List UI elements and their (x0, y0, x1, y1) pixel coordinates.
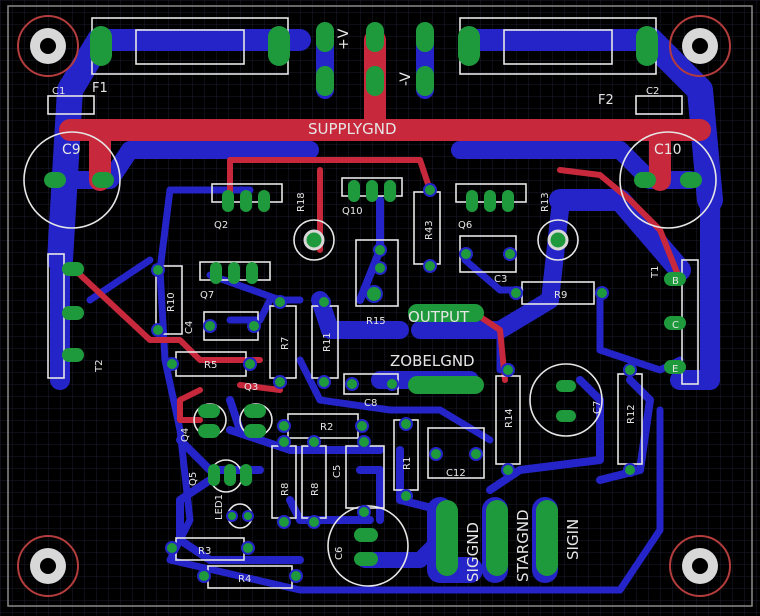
label-plus-v: +V (336, 28, 352, 50)
ref-r2: R2 (320, 422, 333, 433)
mount-hole-tr (669, 15, 731, 77)
cap-c6-outline (327, 505, 409, 587)
ref-c4: C4 (184, 321, 195, 334)
ref-r43: R43 (424, 220, 435, 240)
ref-c1: C1 (52, 86, 65, 97)
label-minus-v: -V (398, 72, 414, 86)
ref-q3: Q3 (244, 382, 258, 393)
round-pads (151, 183, 637, 583)
ref-r1: R1 (402, 457, 413, 470)
cap-c10-outline (619, 131, 717, 229)
resistor-r10-outline (155, 265, 183, 335)
label-zobelgnd: ZOBELGND (390, 352, 475, 370)
ref-f1: F1 (92, 81, 108, 96)
ref-c5: C5 (332, 465, 343, 478)
ref-q10: Q10 (342, 206, 363, 217)
trimmer-wipers (303, 229, 569, 251)
ref-r7: R7 (280, 337, 291, 350)
board-outline (7, 5, 753, 607)
mount-hole-bl (17, 535, 79, 597)
ref-r5: R5 (204, 360, 217, 371)
ref-q4: Q4 (180, 428, 191, 442)
cap-c9-outline (23, 131, 121, 229)
ref-r8b: R8 (310, 483, 321, 496)
ref-r18: R18 (296, 192, 307, 212)
ref-q6: Q6 (458, 220, 472, 231)
ref-t2: T2 (94, 360, 105, 373)
ref-q5: Q5 (188, 472, 199, 486)
mount-hole-br (669, 535, 731, 597)
ref-c2: C2 (646, 86, 659, 97)
label-stargnd: STARGND (514, 509, 532, 582)
ref-c8: C8 (364, 398, 377, 409)
label-sigin: SIGIN (564, 519, 582, 560)
trimmer-r18-outline (293, 219, 335, 261)
ref-c6: C6 (334, 547, 345, 560)
cap-c7-outline (529, 363, 603, 437)
mount-hole-tl (17, 15, 79, 77)
mounting-holes (17, 15, 731, 597)
ref-q2: Q2 (214, 220, 228, 231)
ref-q7: Q7 (200, 290, 214, 301)
pads-layer (44, 22, 702, 576)
ref-r15: R15 (366, 316, 386, 327)
label-siggnd: SIGGND (464, 522, 482, 582)
ref-c10: C10 (654, 142, 682, 158)
ref-c12: C12 (446, 468, 466, 479)
ref-t1: T1 (650, 266, 661, 279)
ref-r11: R11 (322, 332, 333, 352)
ref-r8a: R8 (280, 483, 291, 496)
trimmer-r15-outline (355, 239, 399, 307)
pin-e: E (672, 364, 678, 375)
pin-b: B (672, 276, 679, 287)
trimmer-r13-outline (537, 219, 579, 261)
ref-r9: R9 (554, 290, 567, 301)
label-supplygnd: SUPPLYGND (308, 120, 397, 138)
pin-c: C (672, 320, 679, 331)
label-output: OUTPUT (408, 308, 470, 326)
cap-c2-outline (635, 95, 683, 115)
ref-r4: R4 (238, 574, 251, 585)
ref-r12: R12 (626, 404, 637, 424)
ref-f2: F2 (598, 93, 614, 108)
ref-c3: C3 (494, 274, 507, 285)
cap-c12-outline (427, 427, 485, 479)
ref-led1: LED1 (214, 494, 225, 520)
ref-c7: C7 (592, 401, 603, 414)
text-labels: SUPPLYGND OUTPUT ZOBELGND SIGGND STARGND… (52, 28, 682, 585)
ref-r3: R3 (198, 546, 211, 557)
ref-r13: R13 (540, 192, 551, 212)
ref-r14: R14 (504, 408, 515, 428)
cap-c1-outline (47, 95, 95, 115)
ref-r10: R10 (166, 292, 177, 312)
ref-c9: C9 (62, 142, 81, 158)
